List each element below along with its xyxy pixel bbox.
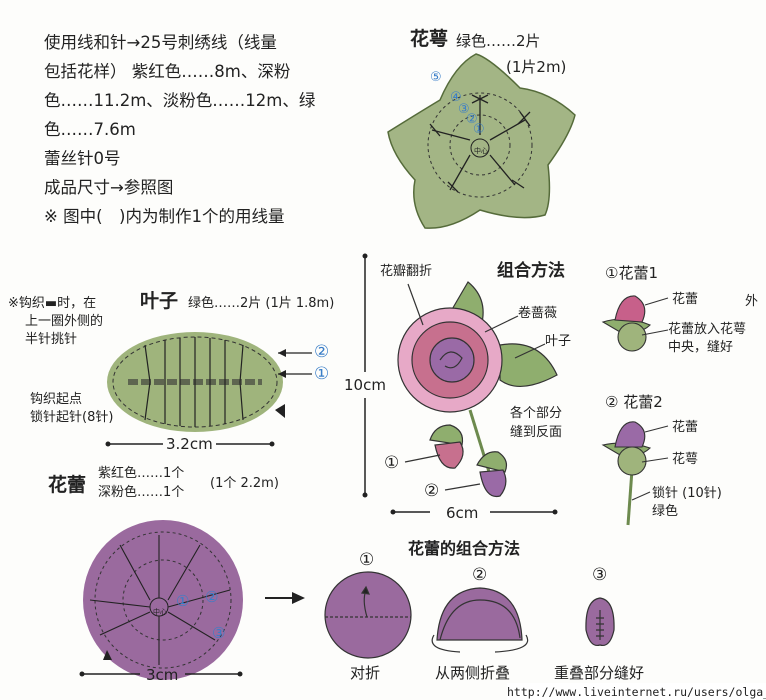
bud1-title: ①花蕾1	[605, 264, 658, 282]
width-dimension-6cm	[390, 509, 558, 515]
label-sew: 各个部分	[510, 406, 563, 421]
intro-line: 使用线和针→25号刺绣线（线量	[44, 33, 277, 52]
assembly-width: 6cm	[446, 504, 479, 522]
intro-line: 蕾丝针0号	[44, 149, 121, 168]
label-petal-fold: 花瓣翻折	[380, 264, 433, 279]
round-marker: ③	[458, 102, 470, 117]
round-marker: ①	[473, 122, 485, 137]
rose-illustration	[397, 281, 558, 498]
step-label: 重叠部分缝好	[554, 664, 645, 682]
round-marker: ②	[205, 588, 219, 606]
label-leaf: 叶子	[545, 334, 572, 349]
leaf-note: ※钩织▬时，在	[8, 296, 97, 311]
round-marker: ①	[314, 364, 330, 384]
bud-center: 中心	[153, 608, 167, 616]
bud-spec: 紫红色……1个	[98, 466, 185, 481]
step-number: ③	[592, 565, 608, 585]
leaf-note: 上一圈外侧的	[25, 314, 104, 329]
round-marker: ②	[466, 112, 478, 127]
bud2-label-calyx: 花萼	[672, 452, 699, 467]
bud-marker-2: ②	[424, 481, 440, 501]
intro-line: 包括花样） 紫红色……8m、深粉	[44, 62, 291, 81]
label-sew: 缝到反面	[510, 425, 563, 440]
height-dimension	[362, 253, 368, 498]
calyx-chart	[387, 53, 576, 229]
leaf-width: 3.2cm	[163, 435, 216, 453]
bud2-illustration	[601, 421, 669, 526]
leaf-chart	[105, 332, 312, 447]
height-label: 10cm	[344, 376, 386, 394]
bud1-label-outer: 外	[745, 294, 759, 309]
assembly-title: 组合方法	[497, 261, 565, 281]
bud-spec: 深粉色……1个	[98, 485, 185, 500]
round-marker: ④	[450, 90, 462, 105]
leaf-note: 半针挑针	[25, 332, 78, 347]
bud-assembly-drawings	[324, 571, 615, 659]
calyx-center: 中心	[474, 147, 488, 155]
bud2-title: ② 花蕾2	[605, 393, 663, 411]
round-marker: ③	[212, 624, 226, 642]
calyx-amount: (1片2m)	[506, 58, 567, 76]
bud1-note: 花蕾放入花萼	[668, 322, 747, 337]
bud-chart	[79, 520, 305, 680]
bud2-label-bud: 花蕾	[672, 420, 699, 435]
watermark-url[interactable]: http://www.liveinternet.ru/users/olga_sa…	[507, 683, 766, 700]
bud-title: 花蕾	[48, 474, 87, 496]
bud2-stem: 锁针 (10针)	[652, 486, 722, 501]
round-marker: ②	[314, 342, 330, 362]
leaf-spec: 绿色……2片 (1片 1.8m)	[188, 296, 335, 311]
intro-line: 成品尺寸→参照图	[44, 178, 174, 197]
intro-line: 色……7.6m	[44, 120, 136, 139]
bud-marker-1: ①	[384, 453, 400, 473]
step-label: 从两侧折叠	[435, 664, 511, 682]
bud-width: 3cm	[146, 666, 179, 684]
calyx-title: 花萼	[410, 28, 449, 50]
bud2-stem: 绿色	[652, 504, 679, 519]
leaf-start-label: 锁针起针(8针)	[30, 410, 114, 425]
bud-amount: (1个 2.2m)	[210, 476, 279, 491]
leaf-title: 叶子	[140, 290, 179, 312]
leaf-start-label: 钩织起点	[30, 392, 83, 407]
bud-assembly-title: 花蕾的组合方法	[408, 539, 521, 558]
step-number: ②	[472, 565, 488, 585]
intro-line: 色……11.2m、淡粉色……12m、绿	[44, 91, 316, 110]
step-number: ①	[359, 550, 375, 570]
label-rose: 卷蔷薇	[518, 306, 558, 321]
round-marker: ⑤	[430, 70, 442, 85]
bud1-note: 中央，缝好	[668, 340, 734, 355]
calyx-spec: 绿色……2片	[456, 32, 541, 50]
step-label: 对折	[350, 664, 381, 682]
intro-line: ※ 图中( )内为制作1个的用线量	[44, 207, 285, 226]
round-marker: ①	[176, 592, 190, 610]
bud1-label-bud: 花蕾	[672, 292, 699, 307]
bud1-illustration	[601, 295, 669, 352]
